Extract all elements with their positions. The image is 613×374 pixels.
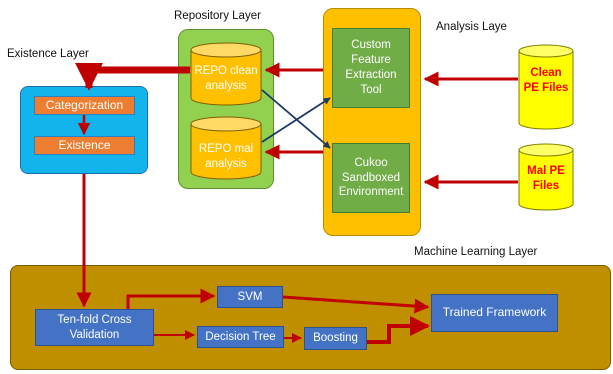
repo-mal-cylinder [190,116,262,180]
machine-learning-layer-label: Machine Learning Layer [414,246,538,258]
svm-box: SVM [217,286,283,308]
repository-layer-label: Repository Layer [174,10,261,22]
boosting-box: Boosting [304,327,367,350]
existence-layer-label: Existence Layer [7,48,89,60]
mal-pe-files-cylinder [518,143,574,211]
trained-framework-box: Trained Framework [431,294,558,332]
clean-pe-files-cylinder [518,44,574,130]
categorization-box: Categorization [34,96,135,115]
arrow-tenfold-to-svm [126,288,216,309]
arrow-repo-to-existence [75,62,190,91]
arrow-boosting-to-trained [367,316,430,344]
decision-tree-box: Decision Tree [197,326,284,348]
cross-line-2 [261,97,331,143]
repo-clean-cylinder [190,42,262,106]
existence-box: Existence [34,136,135,155]
analysis-layer-label: Analysis Laye [436,21,507,33]
arrow-svm-to-trained [282,295,430,314]
